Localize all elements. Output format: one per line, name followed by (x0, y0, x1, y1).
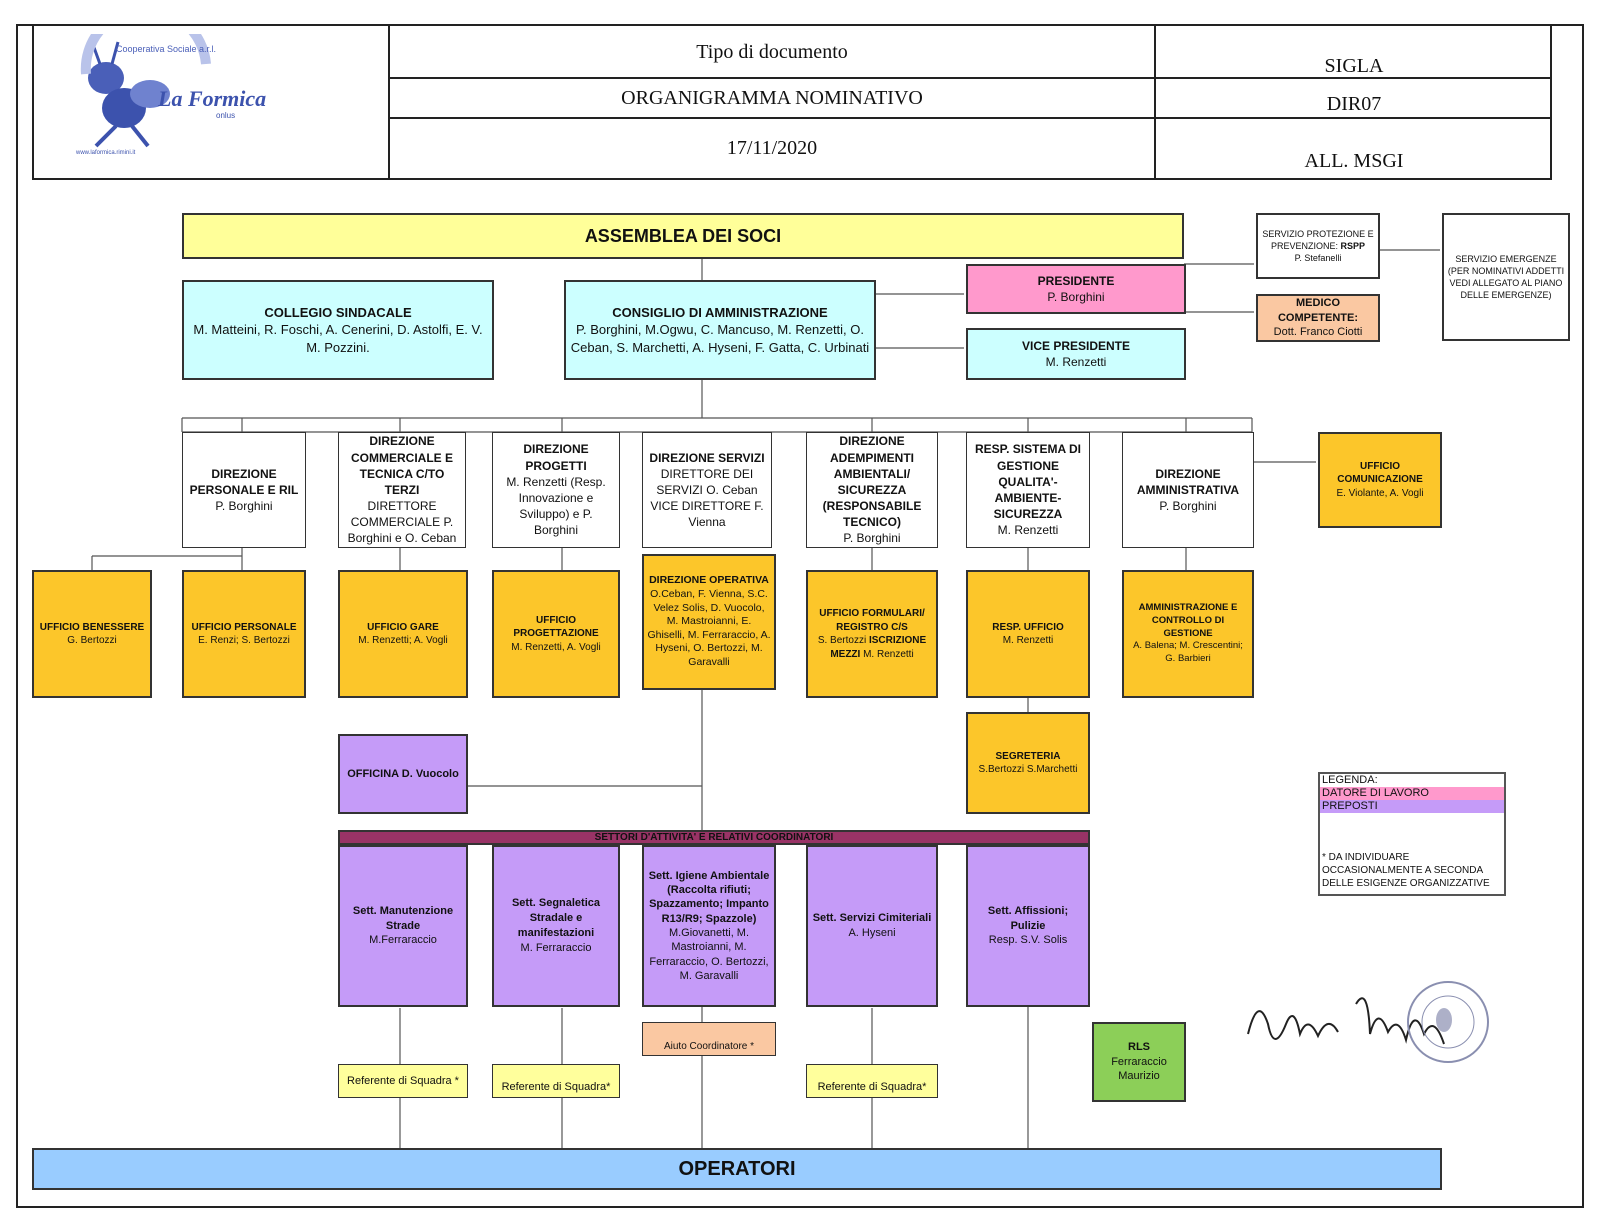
svg-text:www.laformica.rimini.it: www.laformica.rimini.it (75, 150, 136, 156)
legend-note: * DA INDIVIDUARE OCCASIONALMENTE A SECON… (1322, 852, 1490, 889)
direzione-ambientali: DIREZIONE ADEMPIMENTI AMBIENTALI/ SICURE… (806, 432, 938, 548)
sett-igiene-ambientale: Sett. Igiene Ambientale (Raccolta rifiut… (642, 845, 776, 1007)
officina: OFFICINA D. Vuocolo (338, 734, 468, 814)
signature-stamp (1247, 981, 1489, 1063)
header-rule (390, 117, 1552, 119)
header-divider (1154, 24, 1156, 180)
legend-title: LEGENDA: (1322, 774, 1378, 786)
allegato: ALL. MSGI (1304, 149, 1404, 172)
header-rule (390, 77, 1552, 79)
referente-squadra: Referente di Squadra* (806, 1064, 938, 1098)
referente-squadra: Referente di Squadra * (338, 1064, 468, 1098)
aiuto-coordinatore: Aiuto Coordinatore * (642, 1022, 776, 1056)
legend-preposti: PREPOSTI (1320, 800, 1504, 813)
assemblea-soci: ASSEMBLEA DEI SOCI (182, 213, 1184, 259)
sett-segnaletica: Sett. Segnaletica Stradale e manifestazi… (492, 845, 620, 1007)
header-divider (388, 24, 390, 180)
svg-text:onlus: onlus (216, 111, 235, 120)
legend-datore: DATORE DI LAVORO (1320, 787, 1504, 800)
operatori: OPERATORI (32, 1148, 1442, 1190)
legend: LEGENDA: DATORE DI LAVORO PREPOSTI * DA … (1318, 772, 1506, 896)
doc-type-label: Tipo di documento (696, 40, 848, 63)
sigla-label: SIGLA (1324, 54, 1384, 77)
svg-text:La Formica: La Formica (157, 86, 266, 111)
ufficio-formulari: UFFICIO FORMULARI/ REGISTRO C/S S. Berto… (806, 570, 938, 698)
servizio-emergenze: SERVIZIO EMERGENZE (PER NOMINATIVI ADDET… (1442, 213, 1570, 341)
svg-text:Cooperativa Sociale a.r.l.: Cooperativa Sociale a.r.l. (116, 44, 216, 54)
document-header (32, 24, 1552, 180)
referente-squadra: Referente di Squadra* (492, 1064, 620, 1098)
medico-competente: MEDICO COMPETENTE:Dott. Franco Ciotti (1256, 294, 1380, 342)
direzione-commerciale: DIREZIONE COMMERCIALE E TECNICA C/TO TER… (338, 432, 466, 548)
settori-banner: SETTORI D'ATTIVITA' E RELATIVI COORDINAT… (338, 830, 1090, 845)
doc-title: ORGANIGRAMMA NOMINATIVO (621, 86, 923, 109)
stamp-icon (1407, 981, 1489, 1063)
resp-sistema-qualita: RESP. SISTEMA DI GESTIONE QUALITA'- AMBI… (966, 432, 1090, 548)
signature-icon (1247, 997, 1445, 1045)
doc-date: 17/11/2020 (726, 136, 818, 159)
sigla-value: DIR07 (1326, 92, 1382, 115)
